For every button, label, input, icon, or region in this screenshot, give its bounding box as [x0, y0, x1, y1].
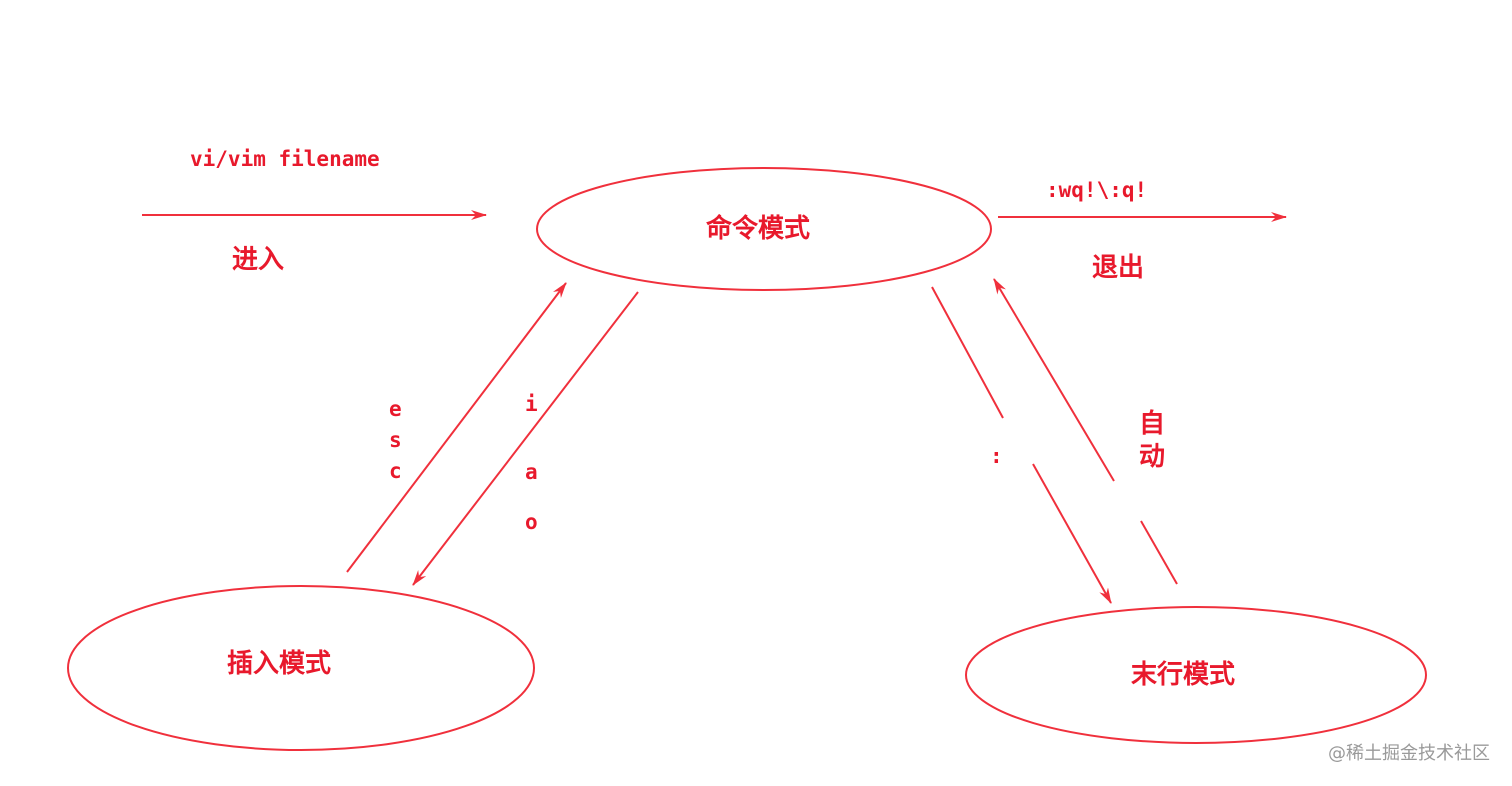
auto-label-char-2: 动 [1139, 442, 1165, 472]
watermark-text: @稀土掘金技术社区 [1328, 743, 1490, 764]
insert-key-o: o [525, 510, 538, 534]
esc-key-c: c [389, 459, 402, 483]
esc-key-s: s [389, 428, 402, 452]
command-mode-label: 命令模式 [706, 213, 810, 244]
auto-arrow-segment-2 [993, 278, 1115, 482]
command-mode-node [536, 167, 992, 291]
colon-arrow-segment-2 [1032, 463, 1112, 604]
esc-arrow [346, 282, 567, 573]
colon-key: : [990, 444, 1003, 468]
auto-label-char-1: 自 [1139, 408, 1165, 439]
insert-keys-arrow [412, 291, 639, 586]
enter-label: 进入 [232, 245, 284, 275]
exit-label: 退出 [1092, 253, 1144, 283]
esc-key-e: e [389, 397, 402, 421]
insert-key-a: a [525, 460, 538, 484]
insert-mode-node [67, 585, 535, 751]
last-line-mode-node [965, 606, 1427, 744]
enter-command-label: vi/vim filename [190, 147, 380, 171]
exit-command-label: :wq!\:q! [1046, 178, 1147, 202]
insert-mode-label: 插入模式 [227, 649, 331, 679]
colon-arrow-segment-1 [931, 286, 1004, 419]
last-line-mode-label: 末行模式 [1131, 659, 1235, 690]
insert-key-i: i [525, 392, 538, 416]
auto-arrow-segment-1 [1140, 520, 1178, 585]
